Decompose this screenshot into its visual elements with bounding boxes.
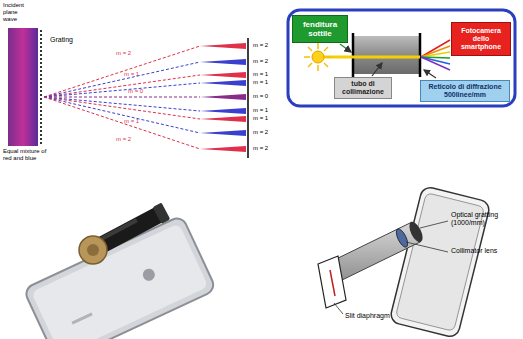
order-label: m = 1 bbox=[253, 79, 268, 86]
order-label: m = 1 bbox=[124, 118, 139, 125]
box-text: tubo di collimazione bbox=[338, 80, 388, 96]
order-label: m = 0 bbox=[253, 93, 268, 100]
order-label: m = 2 bbox=[253, 145, 268, 152]
wave-label: Equal mixture of red and blue bbox=[3, 148, 51, 162]
label-box: tubo di collimazione bbox=[334, 77, 392, 99]
order-label: m = 2 bbox=[253, 58, 268, 65]
part-label: Slit diaphragm bbox=[345, 312, 390, 320]
box-text: fenditura sottile bbox=[296, 20, 344, 38]
wave-label: Incident plane wave bbox=[3, 2, 33, 23]
part-label: Collimator lens bbox=[451, 247, 521, 255]
label-box: fenditura sottile bbox=[292, 15, 348, 43]
order-label: m = 2 bbox=[253, 42, 268, 49]
order-label: m = 2 bbox=[116, 136, 131, 143]
label-box: Reticolo di diffrazione 500linee/mm bbox=[420, 80, 510, 102]
grating-label: Grating bbox=[50, 36, 73, 44]
order-label: m = 1 bbox=[124, 71, 139, 78]
box-text: Fotocamera dello smartphone bbox=[455, 27, 507, 51]
part-label: Optical gratting (1000/mm) bbox=[451, 211, 521, 227]
order-label: m = 1 bbox=[253, 115, 268, 122]
order-label: m = 1 bbox=[253, 107, 268, 114]
box-text: Reticolo di diffrazione 500linee/mm bbox=[424, 83, 506, 99]
order-label: m = 0 bbox=[128, 88, 143, 95]
order-label: m = 1 bbox=[253, 71, 268, 78]
order-label: m = 2 bbox=[253, 129, 268, 136]
order-label: m = 2 bbox=[116, 50, 131, 57]
label-box: Fotocamera dello smartphone bbox=[451, 22, 511, 56]
